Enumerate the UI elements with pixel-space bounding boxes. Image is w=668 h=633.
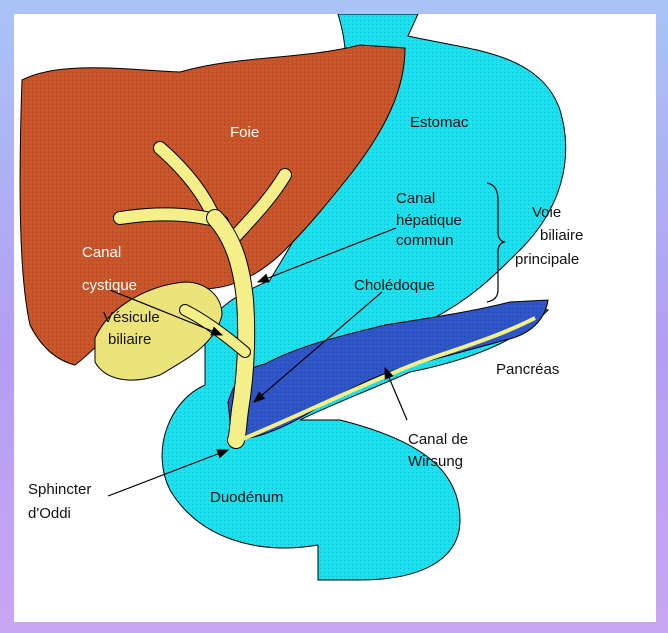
label-choledoque: Cholédoque — [354, 277, 435, 294]
label-voie-3: principale — [515, 251, 579, 268]
label-canal-cystique-1: Canal — [82, 244, 121, 261]
label-voie-2: biliaire — [540, 227, 583, 244]
label-vesicule-2: biliaire — [108, 331, 151, 348]
label-voie-1: Voie — [532, 204, 561, 221]
label-wirsung-1: Canal de — [408, 431, 468, 448]
anatomy-diagram: Foie Estomac Canal hépatique commun Voie… — [14, 14, 656, 622]
label-canal-hepatique-1: Canal — [396, 190, 435, 207]
label-duodenum: Duodénum — [210, 489, 283, 506]
label-foie: Foie — [230, 124, 259, 141]
label-wirsung-2: Wirsung — [408, 453, 463, 470]
diagram-panel: Foie Estomac Canal hépatique commun Voie… — [14, 14, 656, 622]
label-sphincter-2: d'Oddi — [28, 505, 71, 522]
label-canal-cystique-2: cystique — [82, 277, 137, 294]
label-estomac: Estomac — [410, 114, 469, 131]
label-canal-hepatique-3: commun — [396, 232, 454, 249]
label-vesicule-1: Vésicule — [103, 309, 160, 326]
label-pancreas: Pancréas — [496, 361, 559, 378]
label-canal-hepatique-2: hépatique — [396, 212, 462, 229]
label-sphincter-1: Sphincter — [28, 481, 91, 498]
